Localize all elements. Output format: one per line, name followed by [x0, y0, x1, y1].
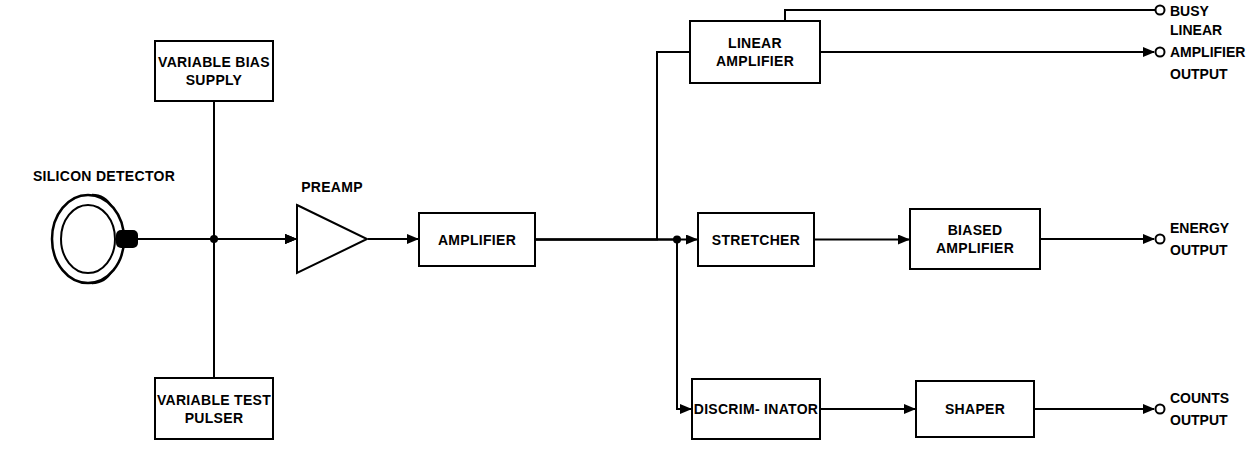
- process-box: DISCRIM- INATOR: [691, 378, 821, 440]
- signal-connector: [368, 238, 418, 240]
- output-wire: [815, 51, 1154, 53]
- detector-lead: [136, 238, 160, 240]
- output-wire: [1035, 238, 1154, 240]
- output-wire: [1035, 408, 1154, 410]
- detector-face: [52, 195, 124, 283]
- process-box: VARIABLE TEST PULSER: [154, 377, 274, 440]
- signal-connector: [214, 239, 296, 377]
- signal-connector: [536, 240, 691, 410]
- signal-name: BUSY: [1170, 0, 1250, 22]
- signal-connector: [815, 239, 909, 241]
- process-box: LINEAR AMPLIFIER: [689, 20, 821, 84]
- process-box: AMPLIFIER: [418, 212, 536, 267]
- process-box: SHAPER: [915, 380, 1035, 438]
- box-label: AMPLIFIER: [438, 231, 516, 249]
- signal-connector: [214, 102, 296, 239]
- detector-drawing: [48, 193, 160, 285]
- process-box: VARIABLE BIAS SUPPLY: [154, 40, 274, 102]
- part-label: SILICON DETECTOR: [33, 167, 175, 185]
- box-label: SHAPER: [945, 400, 1005, 418]
- signal-name: COUNTS OUTPUT: [1170, 387, 1232, 431]
- detector-illustration: SILICON DETECTOR: [48, 193, 160, 285]
- box-label: BIASED AMPLIFIER: [911, 221, 1039, 257]
- box-label: LINEAR AMPLIFIER: [691, 34, 819, 70]
- signal-name: LINEAR AMPLIFIER OUTPUT: [1170, 19, 1232, 85]
- signal-connector: [821, 408, 915, 410]
- junction-dot: [673, 236, 681, 244]
- output-terminal: [1156, 235, 1165, 244]
- box-label: DISCRIM- INATOR: [694, 400, 819, 418]
- process-box: STRETCHER: [697, 212, 815, 267]
- triangle-outline: [296, 204, 368, 274]
- amplifier-triangle: PREAMP: [296, 204, 368, 274]
- output-terminal: [1156, 6, 1165, 15]
- detector-connector: [116, 230, 138, 248]
- box-label: VARIABLE TEST PULSER: [156, 391, 272, 427]
- box-label: STRETCHER: [712, 231, 800, 249]
- detector-window: [61, 205, 115, 273]
- signal-name: ENERGY OUTPUT: [1170, 217, 1232, 261]
- part-label: PREAMP: [301, 178, 363, 196]
- process-box: BIASED AMPLIFIER: [909, 208, 1041, 270]
- output-terminal: [1156, 405, 1165, 414]
- junction-dot: [210, 235, 218, 243]
- signal-connector: [536, 52, 689, 240]
- output-terminal: [1156, 48, 1165, 57]
- box-label: VARIABLE BIAS SUPPLY: [156, 53, 272, 89]
- busy-wire: [785, 10, 1155, 20]
